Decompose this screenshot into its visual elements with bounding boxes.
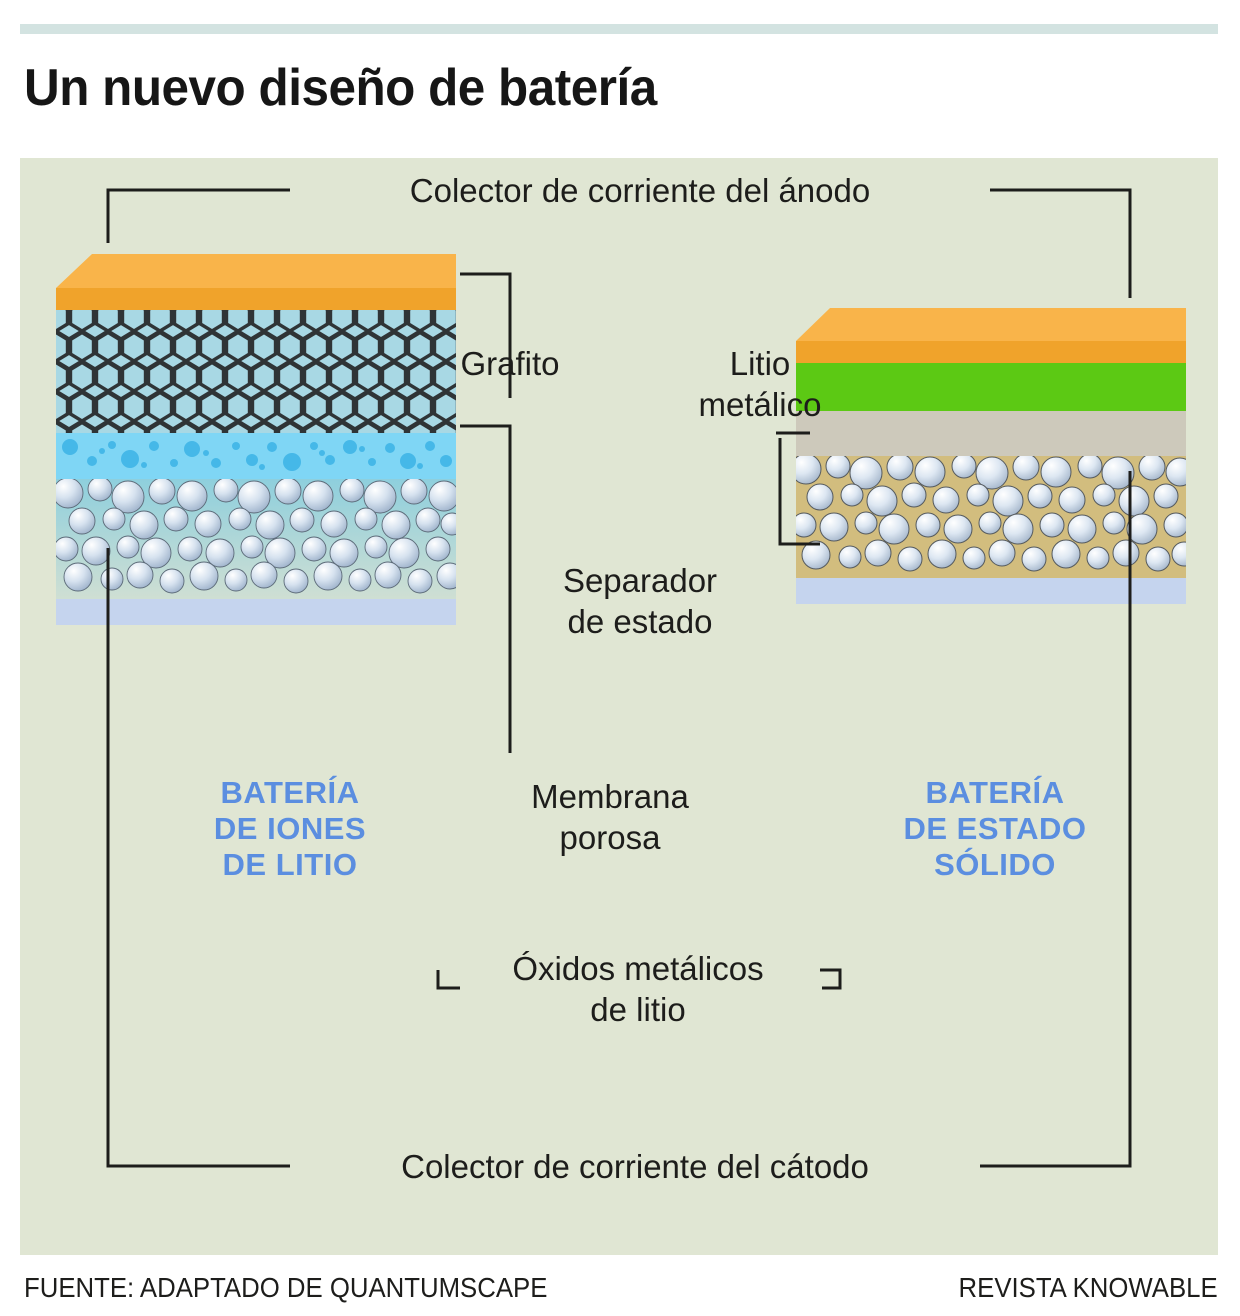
layer-metal-oxide-cathode-right <box>796 456 1186 578</box>
battery-label-lithium-ion: BATERÍA DE IONES DE LITIO <box>213 775 367 882</box>
label-porous-membrane: Membrana porosa <box>531 778 689 856</box>
layer-porous-membrane-left <box>56 433 456 479</box>
top-rule <box>20 24 1218 34</box>
layer-anode-current-collector-left <box>56 254 456 310</box>
label-metal-oxides: Óxidos metálicos de litio <box>512 950 764 1028</box>
layer-anode-current-collector-right <box>796 308 1186 363</box>
page-title: Un nuevo diseño de batería <box>24 59 657 117</box>
connector-porous-membrane <box>460 424 512 753</box>
label-separator: Separador de estado <box>562 562 718 640</box>
connector-anode-left <box>106 188 290 243</box>
label-cathode-collector: Colector de corriente del cátodo <box>401 1148 869 1185</box>
footer-source: FUENTE: ADAPTADO DE QUANTUMSCAPE <box>24 1272 548 1303</box>
layer-cathode-current-collector-right <box>796 578 1186 604</box>
layer-metal-oxide-cathode-left <box>56 479 456 599</box>
footer-brand: REVISTA KNOWABLE <box>958 1272 1218 1303</box>
layer-lithium-metal-right <box>796 363 1186 411</box>
label-anode-collector: Colector de corriente del ánodo <box>409 172 871 209</box>
battery-label-solid-state: BATERÍA DE ESTADO SÓLIDO <box>903 775 1087 882</box>
layer-graphite-anode-left <box>56 310 456 433</box>
label-lithium-metal: Litio metálico <box>698 345 822 423</box>
layer-cathode-current-collector-left <box>56 599 456 625</box>
diagram-panel: BATERÍA DE IONES DE LITIO <box>20 158 1218 1255</box>
layer-solid-state-separator-right <box>796 411 1186 456</box>
connector-anode-right <box>990 188 1132 298</box>
label-graphite: Grafito <box>460 345 560 382</box>
